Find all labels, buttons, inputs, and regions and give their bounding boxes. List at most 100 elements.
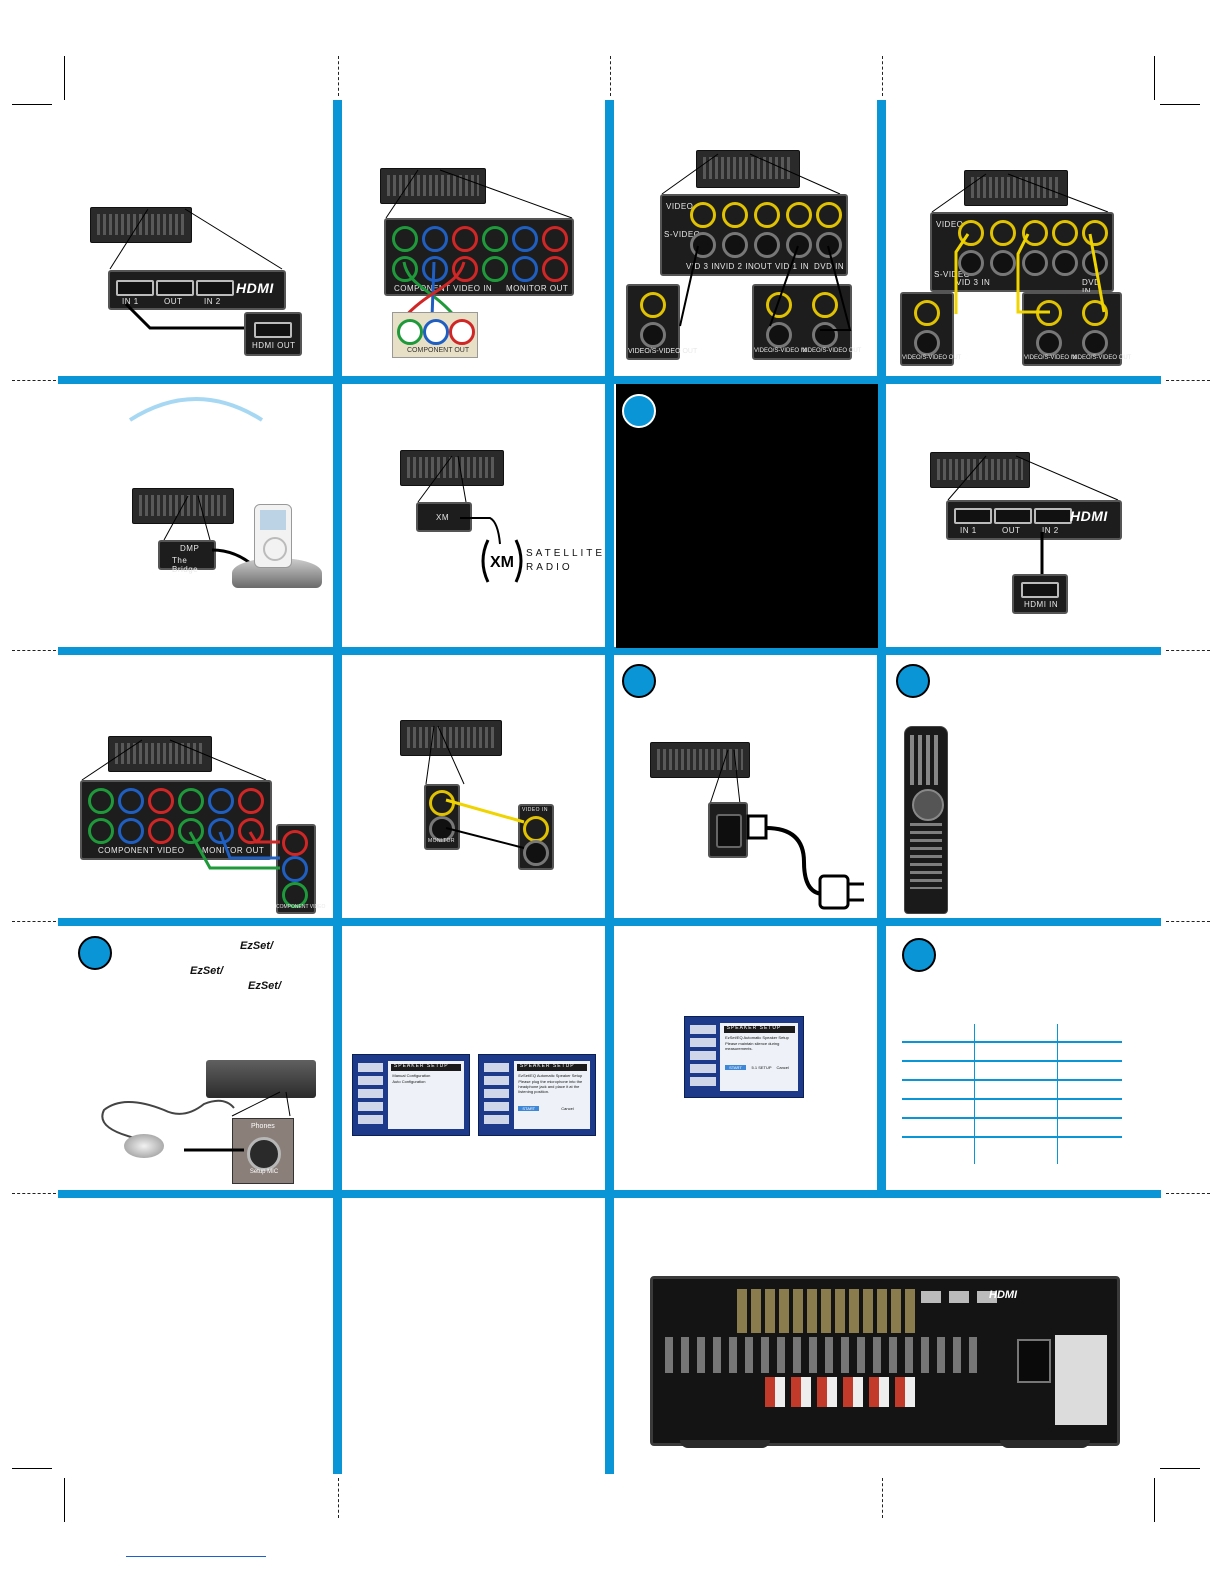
- receiver-thumbnail: [108, 736, 212, 772]
- jack-yellow: [1022, 220, 1048, 246]
- label-video-svideo-out: VIDEO/S-VIDEO OUT: [802, 348, 862, 354]
- jack-green: [282, 882, 308, 908]
- fold-mark: [12, 650, 56, 651]
- label-in2: IN 2: [1042, 526, 1059, 535]
- hdmi-port-in1: [116, 280, 154, 296]
- jack-yellow: [958, 220, 984, 246]
- hdmi-logo: HDMI: [1070, 508, 1108, 524]
- fold-mark: [12, 1193, 56, 1194]
- fold-mark: [12, 921, 56, 922]
- crop-mark-tr-v: [1154, 56, 1155, 100]
- hdmi-cable: [124, 302, 246, 330]
- fold-mark: [882, 56, 883, 96]
- remote-control: [904, 726, 948, 914]
- label-ezset-auto: EzSet/EQ Automatic Speaker Setup: [518, 1073, 583, 1079]
- label-manual-config: Manual Configuration: [392, 1073, 431, 1079]
- label-plug-mic: Please plug the microphone into the head…: [518, 1079, 583, 1094]
- setup-51-button[interactable]: 5.1 SETUP: [751, 1065, 772, 1071]
- rear-panel-ac-inlet: [1017, 1339, 1051, 1383]
- mic-cable: [101, 1099, 244, 1152]
- jack-blue: [423, 319, 449, 345]
- setup-pane: SPEAKER SETUP EzSet/EQ Automatic Speaker…: [720, 1023, 799, 1091]
- remote-buttons-top: [910, 735, 942, 785]
- jack-blue: [422, 256, 448, 282]
- jack-blue: [512, 256, 538, 282]
- zoom-callout-lines: [231, 1091, 291, 1117]
- cancel-button[interactable]: Cancel: [776, 1065, 789, 1071]
- jack-yellow: [816, 202, 842, 228]
- jack-green: [178, 788, 204, 814]
- zoom-callout-lines: [425, 725, 465, 785]
- jack-yellow: [812, 292, 838, 318]
- svideo-jack: [1036, 330, 1062, 356]
- setup-header: [390, 1064, 462, 1071]
- ezset-logo: EzSet/: [240, 940, 274, 952]
- start-button[interactable]: START: [725, 1065, 746, 1071]
- speaker-settings-table: [902, 1024, 1122, 1164]
- label-speaker-setup: SPEAKER SETUP: [726, 1025, 782, 1032]
- setup-pane: SPEAKER SETUP Manual Configuration Auto …: [387, 1061, 465, 1129]
- label-auto-config: Auto Configuration: [392, 1078, 426, 1084]
- hdmi-port-in2: [196, 280, 234, 296]
- jack-blue: [282, 856, 308, 882]
- crop-mark-bl-v: [64, 1478, 65, 1522]
- crop-mark-br-h: [1160, 1468, 1200, 1469]
- jack-yellow: [640, 292, 666, 318]
- start-button[interactable]: START: [518, 1105, 540, 1111]
- rear-panel-foot-right: [1000, 1440, 1090, 1448]
- zoom-callout-lines: [109, 208, 283, 270]
- jack-yellow: [914, 300, 940, 326]
- rear-hdmi-logo: HDMI: [989, 1289, 1018, 1301]
- xm-logo-icon: XM: [481, 539, 523, 583]
- grid-divider-h1: [58, 376, 1161, 384]
- jack-red: [542, 256, 568, 282]
- step-badge: [902, 938, 936, 972]
- svideo-jack: [766, 322, 792, 348]
- svideo-jack: [523, 840, 549, 866]
- svideo-jack: [958, 250, 984, 276]
- jack-blue: [208, 788, 234, 814]
- label-component-video: COMPONENT VIDEO: [276, 904, 326, 910]
- ipod-wheel: [263, 537, 287, 561]
- hdmi-in-display: HDMI IN: [1012, 574, 1068, 614]
- jack-blue: [118, 788, 144, 814]
- composite-cables: [954, 233, 1106, 314]
- label-monitor-out: MONITOR OUT: [202, 846, 265, 855]
- xm-antenna-cable: [460, 517, 501, 545]
- video-cables: [445, 798, 525, 849]
- crop-mark-tr-h: [1160, 104, 1200, 105]
- component-cables: [188, 831, 280, 870]
- recorder-device: [752, 284, 852, 360]
- label-satellite: SATELLITE: [526, 548, 606, 559]
- crop-mark-tl-v: [64, 56, 65, 100]
- wireless-arc: [128, 397, 264, 422]
- crop-mark-tl-h: [12, 104, 52, 105]
- grid-divider-v1: [333, 100, 342, 1474]
- jack-yellow: [1052, 220, 1078, 246]
- label-dvd-in: DVD IN: [1082, 278, 1101, 296]
- setup-pane: SPEAKER SETUP EzSet/EQ Automatic Speaker…: [513, 1061, 591, 1129]
- fold-mark: [338, 1478, 339, 1518]
- jack-red: [148, 788, 174, 814]
- jack-red: [282, 830, 308, 856]
- fold-mark: [1166, 380, 1210, 381]
- cancel-button[interactable]: Cancel: [561, 1105, 574, 1111]
- fold-mark: [12, 380, 56, 381]
- label-speaker-setup: SPEAKER SETUP: [393, 1063, 449, 1070]
- svideo-jack: [1082, 330, 1108, 356]
- label-out: OUT: [1002, 526, 1021, 535]
- svideo-jack: [914, 330, 940, 356]
- step-badge: [896, 664, 930, 698]
- jack-blue: [422, 226, 448, 252]
- label-in2: IN 2: [204, 297, 221, 306]
- component-out-source: COMPONENT OUT: [392, 312, 478, 358]
- label-video: VIDEO: [666, 202, 694, 211]
- grid-divider-h3: [58, 918, 1161, 926]
- label-dmp: DMP: [180, 544, 200, 553]
- label-vid3-in: VID 3 IN: [956, 278, 991, 287]
- jack-yellow: [766, 292, 792, 318]
- jack-yellow: [1082, 300, 1108, 326]
- jack-yellow: [754, 202, 780, 228]
- fold-mark: [1166, 1193, 1210, 1194]
- jack-yellow: [722, 202, 748, 228]
